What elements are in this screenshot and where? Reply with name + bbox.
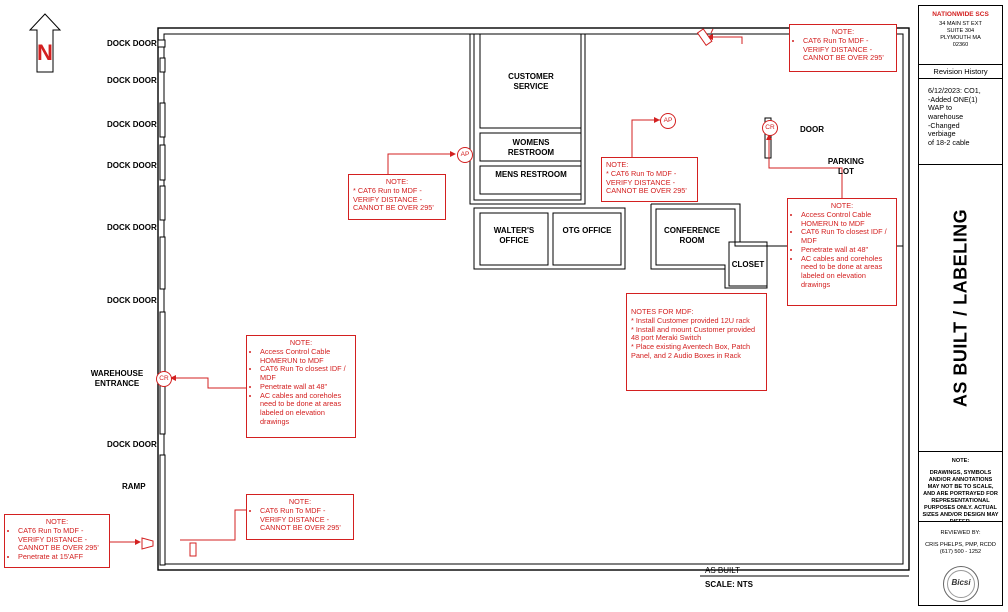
note-mdf: NOTES FOR MDF: * Install Customer provid…	[626, 293, 767, 391]
revision-line: -Added ONE(1)	[928, 94, 978, 104]
north-letter: N	[37, 40, 53, 65]
note-title: NOTE:	[831, 27, 855, 36]
revision-header: Revision History	[919, 65, 1002, 79]
note-item: Penetrate wall at 48"	[260, 382, 351, 392]
note-item: CAT6 Run To MDF - VERIFY DISTANCE - CANN…	[260, 506, 349, 533]
dock-door-label: DOCK DOOR	[107, 296, 157, 305]
note-bottom-center: NOTE: CAT6 Run To MDF - VERIFY DISTANCE …	[246, 494, 354, 540]
title-block-header: NATIONWIDE SCS 34 MAIN ST EXT SUITE 304 …	[918, 5, 1003, 65]
note-item: CAT6 Run To MDF - VERIFY DISTANCE - CANN…	[18, 526, 105, 553]
as-built-footer: AS BUILT	[705, 566, 740, 575]
disclaimer-text: DRAWINGS, SYMBOLS AND/OR ANNOTATIONS MAY…	[922, 470, 999, 525]
sheet-title-block: AS BUILT / LABELING	[918, 164, 1003, 452]
seal-text: Bicsi	[951, 578, 971, 587]
note-title: NOTE:	[45, 517, 69, 526]
camera-icon	[141, 28, 713, 557]
womens-restroom-label: WOMENS RESTROOM	[507, 138, 555, 157]
bicsi-seal-icon: Bicsi	[943, 566, 979, 602]
note-line: * Install and mount Customer provided 48…	[631, 324, 756, 343]
reviewer-phone: (617) 500 - 1252	[939, 548, 982, 555]
parking-lot-label: PARKING LOT	[827, 157, 865, 176]
mens-restroom-label: MENS RESTROOM	[495, 170, 567, 179]
review-block: REVIEWED BY: CRIS PHELPS, PMP, RCDD (617…	[918, 521, 1003, 606]
note-ap-left: NOTE: * CAT6 Run to MDF - VERIFY DISTANC…	[348, 174, 446, 220]
ramp-label: RAMP	[122, 482, 146, 491]
note-line: * Install Customer provided 12U rack	[631, 315, 750, 325]
note-title: NOTE:	[289, 338, 313, 347]
revision-line: 6/12/2023: CO1,	[928, 86, 981, 95]
note-item: Access Control Cable HOMERUN to MDF	[260, 347, 351, 366]
note-item: Penetrate wall at 48"	[801, 245, 892, 255]
note-item: CAT6 Run To MDF - VERIFY DISTANCE - CANN…	[803, 36, 892, 63]
walters-office-label: WALTER'S OFFICE	[493, 226, 535, 245]
revision-line: of 18-2 cable	[928, 137, 970, 147]
dock-door-label: DOCK DOOR	[107, 39, 157, 48]
note-title: NOTE:	[288, 497, 312, 506]
card-reader-icon: CR	[762, 120, 778, 136]
address-line: 34 MAIN ST EXT	[939, 21, 982, 27]
dock-door-label: DOCK DOOR	[107, 76, 157, 85]
reviewed-by-label: REVIEWED BY:	[940, 530, 981, 536]
card-reader-icon: CR	[156, 371, 172, 387]
note-ap-right: NOTE: * CAT6 Run To MDF - VERIFY DISTANC…	[601, 157, 698, 202]
leader-arrowheads	[135, 34, 772, 545]
note-cr-left: NOTE: Access Control Cable HOMERUN to MD…	[246, 335, 356, 438]
access-point-icon: AP	[660, 113, 676, 129]
customer-service-label: CUSTOMER SERVICE	[508, 72, 554, 91]
address-line: SUITE 304	[946, 27, 975, 34]
note-line: * CAT6 Run to MDF - VERIFY DISTANCE - CA…	[353, 185, 434, 213]
note-leaders	[110, 28, 843, 543]
dock-door-label: DOCK DOOR	[107, 223, 157, 232]
note-title: NOTE:	[606, 160, 629, 169]
revision-history: Revision History 6/12/2023: CO1, -Added …	[918, 64, 1003, 165]
dock-door-label: DOCK DOOR	[107, 120, 157, 129]
revision-line: WAP to	[928, 103, 952, 113]
door-label: DOOR	[800, 125, 824, 134]
scale-footer: SCALE: NTS	[705, 580, 753, 589]
company-logo: NATIONWIDE SCS	[932, 11, 989, 18]
revision-line: verbiage	[928, 129, 956, 139]
closet-label: CLOSET	[731, 260, 765, 269]
revision-line: warehouse	[928, 111, 964, 121]
note-line: * Place existing Aventech Box, Patch Pan…	[631, 342, 751, 360]
address-line: 02360	[952, 41, 969, 48]
disclaimer-title: NOTE:	[951, 458, 970, 464]
note-item: Penetrate at 15'AFF	[18, 552, 105, 562]
note-item: CAT6 Run To closest IDF / MDF	[801, 227, 892, 246]
otg-office-label: OTG OFFICE	[562, 226, 612, 235]
disclaimer-block: NOTE: DRAWINGS, SYMBOLS AND/OR ANNOTATIO…	[918, 451, 1003, 525]
reviewer-name: CRIS PHELPS, PMP, RCDD	[925, 541, 996, 548]
north-arrow-icon	[28, 13, 62, 73]
note-title: NOTES FOR MDF:	[631, 307, 694, 316]
note-title: NOTE:	[385, 177, 409, 186]
note-line: * CAT6 Run To MDF - VERIFY DISTANCE - CA…	[606, 168, 687, 196]
dock-door-label: DOCK DOOR	[107, 161, 157, 170]
address-line: PLYMOUTH MA	[940, 34, 981, 41]
sheet-title: AS BUILT / LABELING	[950, 208, 970, 408]
note-item: CAT6 Run To closest IDF / MDF	[260, 364, 351, 383]
conference-room-label: CONFERENCE ROOM	[663, 226, 720, 245]
access-point-icon: AP	[457, 147, 473, 163]
revision-line: -Changed	[928, 120, 960, 130]
warehouse-entrance-label: WAREHOUSE ENTRANCE	[90, 369, 144, 388]
note-item: Access Control Cable HOMERUN to MDF	[801, 210, 892, 229]
note-bottom-left: NOTE: CAT6 Run To MDF - VERIFY DISTANCE …	[4, 514, 110, 568]
note-item: AC cables and coreholes need to be done …	[260, 391, 351, 427]
note-cr-right: NOTE: Access Control Cable HOMERUN to MD…	[787, 198, 897, 306]
note-top-right: NOTE: CAT6 Run To MDF - VERIFY DISTANCE …	[789, 24, 897, 72]
note-item: AC cables and coreholes need to be done …	[801, 254, 892, 290]
note-title: NOTE:	[830, 201, 854, 210]
dock-door-label: DOCK DOOR	[107, 440, 157, 449]
